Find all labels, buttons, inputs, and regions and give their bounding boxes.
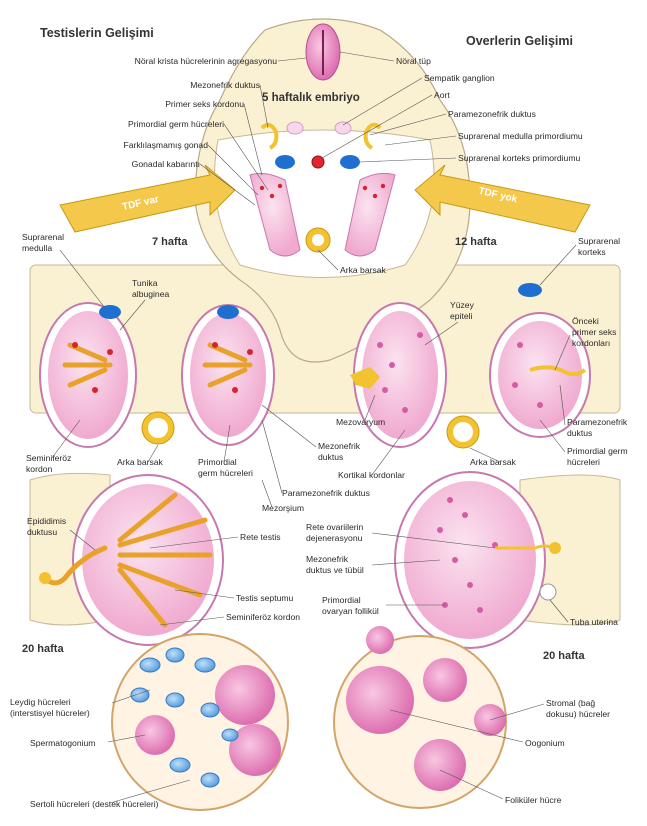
label-uterine-tube: Tuba uterina — [570, 617, 618, 627]
aorta — [312, 156, 324, 168]
label-hindgut-right: Arka barsak — [470, 457, 516, 467]
label-mesonephric-mid-1: Mezonefrik — [318, 441, 360, 451]
label-adrenal-medulla-1: Suprarenal — [22, 232, 64, 242]
label-neural-tube: Nöral tüp — [396, 56, 431, 66]
label-hindgut-left: Arka barsak — [117, 457, 163, 467]
tuba-uterina-marker — [540, 584, 556, 600]
stage-7-week: 7 hafta — [152, 236, 187, 248]
adrenal-medulla-7w — [99, 305, 121, 319]
label-mesonephric-tubule-1: Mezonefrik — [306, 554, 348, 564]
stage-12-week: 12 hafta — [455, 236, 497, 248]
sympathetic-ganglion-right — [335, 122, 351, 134]
label-paramesonephric-mid: Paramezonefrik duktus — [282, 488, 370, 498]
label-epididymis-1: Epididimis — [27, 516, 66, 526]
label-primordial-germ-top: Primordial germ hücreleri — [90, 119, 224, 129]
label-surface-epithelium-1: Yüzey — [450, 300, 474, 310]
label-primary-sex-cord: Primer seks kordonu — [120, 99, 244, 109]
spermatogonium-cell — [135, 715, 175, 755]
label-sympathetic-ganglion: Sempatik ganglion — [424, 73, 495, 83]
label-hindgut-center: Arka barsak — [340, 265, 386, 275]
label-previous-cords-1: Önceki — [572, 316, 599, 326]
label-oogonium: Oogonium — [525, 738, 565, 748]
label-leydig-1: Leydig hücreleri — [10, 697, 71, 707]
label-rete-testis: Rete testis — [240, 532, 281, 542]
oogonium-cell — [346, 666, 414, 734]
label-primordial-follicle-2: ovaryan follikül — [322, 606, 379, 616]
label-leydig-2: (interstisyel hücreler) — [10, 708, 90, 718]
label-paramesonephric-top: Paramezonefrik duktus — [448, 109, 536, 119]
adrenal-cortex-left — [275, 155, 295, 169]
label-seminiferous-cord: Seminiferöz kordon — [226, 612, 300, 622]
label-stromal-1: Stromal (bağ — [546, 698, 595, 708]
label-tunica-2: albuginea — [132, 289, 169, 299]
label-primordial-germ-r1: Primordial germ — [567, 446, 628, 456]
title-5-week-embryo: 5 haftalık embriyo — [262, 92, 360, 104]
label-primordial-germ-l1: Primordial — [198, 457, 237, 467]
label-previous-cords-3: kordonları — [572, 338, 610, 348]
label-undifferentiated-gonad: Farklılaşmamış gonad — [60, 140, 208, 150]
label-previous-cords-2: primer seks — [572, 327, 616, 337]
label-spermatogonium: Spermatogonium — [30, 738, 95, 748]
label-mesonephric-mid-2: duktus — [318, 452, 343, 462]
label-adrenal-medulla-2: medulla — [22, 243, 52, 253]
label-seminiferous-2: kordon — [26, 464, 52, 474]
label-paramesonephric-r1: Paramezonefrik — [567, 417, 627, 427]
label-mesovarium: Mezovaryum — [336, 417, 385, 427]
label-follicular-cell: Foliküler hücre — [505, 795, 561, 805]
label-adrenal-cortex-1: Suprarenal — [578, 236, 620, 246]
label-tunica-1: Tunika — [132, 278, 157, 288]
stage-20-week-left: 20 hafta — [22, 643, 64, 655]
title-testis-development: Testislerin Gelişimi — [40, 26, 154, 40]
sympathetic-ganglion-left — [287, 122, 303, 134]
label-cortical-cords: Kortikal kordonlar — [338, 470, 405, 480]
label-sertoli: Sertoli hücreleri (destek hücreleri) — [30, 799, 158, 809]
label-mesonephric-duct-top: Mezonefrik duktus — [150, 80, 260, 90]
label-gonadal-ridge: Gonadal kabarıntı — [70, 159, 200, 169]
rete-ovarii-end — [549, 542, 561, 554]
label-paramesonephric-r2: duktus — [567, 428, 592, 438]
label-neural-crest: Nöral krista hücrelerinin agregasyonu — [72, 56, 277, 66]
stage-20-week-right: 20 hafta — [543, 650, 585, 662]
label-adrenal-medulla-primordium: Suprarenal medulla primordiumu — [458, 131, 583, 141]
label-mesonephric-tubule-2: duktus ve tübül — [306, 565, 364, 575]
label-testis-septum: Testis septumu — [236, 593, 293, 603]
label-epididymis-2: duktusu — [27, 527, 57, 537]
label-primordial-germ-l2: germ hücreleri — [198, 468, 253, 478]
coelom-cavity — [214, 130, 434, 278]
label-stromal-2: dokusu) hücreler — [546, 709, 610, 719]
epididymis-end — [39, 572, 51, 584]
label-adrenal-cortex-primordium: Suprarenal korteks primordiumu — [458, 153, 580, 163]
label-rete-ovarii-2: dejenerasyonu — [306, 533, 362, 543]
label-primordial-germ-r2: hücreleri — [567, 457, 600, 467]
adrenal-cortex-12w — [518, 283, 542, 297]
label-surface-epithelium-2: epiteli — [450, 311, 472, 321]
label-seminiferous-1: Seminiferöz — [26, 453, 71, 463]
label-aorta: Aort — [434, 90, 450, 100]
adrenal-cortex-right — [340, 155, 360, 169]
title-ovary-development: Overlerin Gelişimi — [466, 34, 573, 48]
label-mesorchium: Mezorşium — [262, 503, 304, 513]
label-adrenal-cortex-2: korteks — [578, 247, 606, 257]
adrenal-medulla-7w-b — [217, 305, 239, 319]
label-rete-ovarii-1: Rete ovariilerin — [306, 522, 363, 532]
label-primordial-follicle-1: Primordial — [322, 595, 361, 605]
